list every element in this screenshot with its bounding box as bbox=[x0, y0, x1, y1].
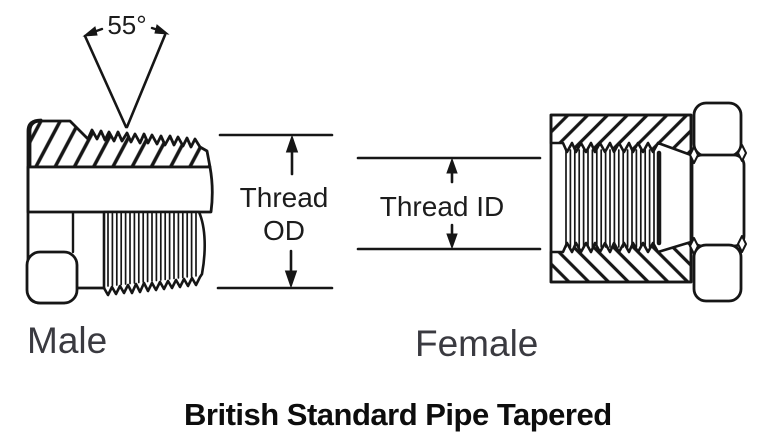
male-fitting-label: Male bbox=[27, 320, 108, 361]
thread-angle-label: 55° bbox=[107, 10, 147, 40]
thread-od-label-line2: OD bbox=[263, 215, 305, 246]
angle-arrowhead-left bbox=[82, 26, 98, 37]
angle-v-line-left bbox=[83, 34, 128, 129]
angle-v-line-right bbox=[125, 33, 167, 129]
female-hex-notch-top-right bbox=[737, 144, 747, 162]
id-arrowhead-down bbox=[446, 233, 458, 250]
female-fitting-label: Female bbox=[415, 323, 539, 364]
diagram-title: British Standard Pipe Tapered bbox=[184, 397, 612, 432]
od-arrowhead-down bbox=[284, 270, 298, 289]
male-hex-face bbox=[25, 250, 79, 305]
male-thread-lines bbox=[107, 212, 197, 287]
thread-id-label: Thread ID bbox=[379, 191, 505, 222]
thread-od-label-line1: Thread bbox=[239, 182, 329, 213]
od-arrowhead-up bbox=[285, 134, 299, 153]
female-thread-lines bbox=[565, 149, 655, 248]
male-bore-band bbox=[26, 165, 214, 214]
female-section-hatch-bottom bbox=[549, 240, 693, 284]
thread-od-dimension bbox=[216, 133, 334, 290]
female-hex-notch-bottom-right bbox=[737, 235, 747, 253]
thread-id-dimension bbox=[356, 156, 542, 251]
male-thread-region bbox=[102, 210, 206, 297]
female-hex-top bbox=[692, 101, 743, 158]
female-hex-middle bbox=[690, 153, 746, 248]
female-hex-notch-top-left bbox=[689, 146, 699, 164]
thread-angle-callout bbox=[82, 24, 170, 129]
female-section-hatch-top bbox=[549, 113, 693, 157]
angle-arrowhead-right bbox=[154, 24, 170, 35]
female-fitting-drawing bbox=[549, 101, 747, 303]
female-hex-notch-bottom-left bbox=[689, 237, 699, 255]
female-hex-bottom bbox=[692, 243, 743, 303]
male-fitting-drawing bbox=[25, 118, 214, 305]
male-section-hatch bbox=[28, 119, 212, 169]
id-arrowhead-up bbox=[446, 157, 458, 174]
